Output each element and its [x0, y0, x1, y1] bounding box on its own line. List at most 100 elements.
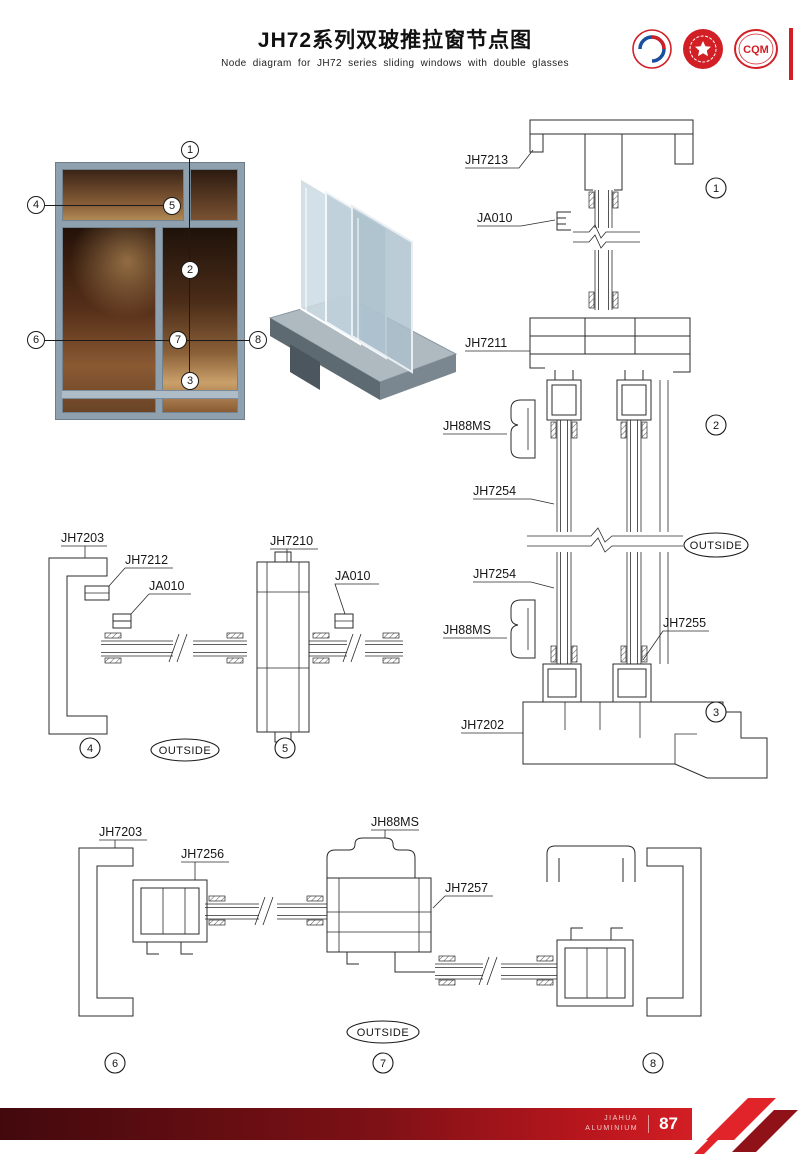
- label-jh7254-bottom: JH7254: [473, 567, 516, 581]
- cqm-logo-text: CQM: [743, 44, 769, 56]
- detail-circle-8: 8: [642, 1052, 664, 1074]
- label-ja010-mid-left: JA010: [149, 579, 184, 593]
- profile-jh7203-left: [78, 847, 134, 1017]
- detail-circle-7: 7: [372, 1052, 394, 1074]
- section-right-vertical: JH7213 JA010 JH7211 JH88MS JH7254 JH7254…: [443, 119, 768, 779]
- svg-text:OUTSIDE: OUTSIDE: [690, 540, 742, 552]
- middle-glass: [527, 380, 683, 664]
- glass-sheets: [299, 176, 413, 374]
- page-title: JH72系列双玻推拉窗节点图: [257, 29, 533, 52]
- label-jh7203-mid: JH7203: [61, 531, 104, 545]
- callout-7: 7: [169, 331, 187, 349]
- photo-pane-left-sash: [62, 227, 156, 413]
- part-jh88ms-bottom: [510, 599, 536, 659]
- callout-2: 2: [181, 261, 199, 279]
- profile-jh7256: [132, 879, 208, 955]
- footer-bar: JIAHUA ALUMINIUM 87: [0, 1108, 692, 1140]
- photo-pane-top-left: [62, 169, 184, 221]
- svg-text:1: 1: [713, 183, 719, 195]
- certification-logo-icon: [632, 29, 672, 69]
- profile-3d-render: [268, 176, 458, 400]
- upper-glass: [573, 190, 640, 310]
- header-red-accent: [789, 28, 793, 80]
- callout-line-top: [45, 205, 163, 206]
- svg-text:6: 6: [112, 1058, 118, 1070]
- page-number: 87: [659, 1114, 678, 1133]
- section-bottom-horizontal: JH7203 JH7256 JH88MS JH7257 OUTSIDE 6 7 …: [78, 815, 702, 1074]
- label-jh7213: JH7213: [465, 153, 508, 167]
- svg-text:5: 5: [282, 743, 288, 755]
- label-jh88ms-top: JH88MS: [443, 419, 491, 433]
- label-jh7202: JH7202: [461, 718, 504, 732]
- glass-run-5: [309, 632, 403, 664]
- profile-jh7202: [522, 701, 768, 779]
- footer-brand-bottom: ALUMINIUM: [585, 1125, 639, 1132]
- footer-brand-top: JIAHUA: [604, 1114, 639, 1122]
- callout-4: 4: [27, 196, 45, 214]
- photo-pane-top-right: [189, 169, 238, 221]
- svg-text:2: 2: [713, 420, 719, 432]
- svg-text:4: 4: [87, 743, 93, 755]
- label-jh7257: JH7257: [445, 881, 488, 895]
- detail-circle-5: 5: [274, 737, 296, 759]
- profile-jh7213: [529, 119, 694, 191]
- profile-jh7203-jamb: [48, 557, 132, 735]
- label-jh88ms-bottom: JH88MS: [443, 623, 491, 637]
- callout-1: 1: [181, 141, 199, 159]
- profile-right-sash: [556, 927, 634, 1007]
- part-ja010: [556, 211, 571, 231]
- photo-sash-rail: [62, 390, 238, 399]
- glass-run-7: [435, 955, 557, 986]
- label-jh88ms-cap: JH88MS: [371, 815, 419, 829]
- callout-5: 5: [163, 197, 181, 215]
- section-mid-horizontal: JH7203 JH7212 JA010 JH7210 JA010 4 OUTSI…: [48, 531, 403, 762]
- label-jh7255: JH7255: [663, 616, 706, 630]
- header: JH72系列双玻推拉窗节点图 Node diagram for JH72 ser…: [150, 24, 640, 69]
- footer-divider: [648, 1115, 650, 1133]
- photo-main: [62, 227, 238, 413]
- label-jh7210: JH7210: [270, 534, 313, 548]
- sash-bottom-rails: [542, 663, 652, 703]
- svg-text:3: 3: [713, 707, 719, 719]
- detail-circle-3: 3: [705, 701, 727, 723]
- svg-text:8: 8: [650, 1058, 656, 1070]
- photo-pane-right-sash: [161, 227, 238, 413]
- profile-jh7210-stile: [256, 551, 354, 743]
- footer-brand: JIAHUA ALUMINIUM: [585, 1114, 638, 1135]
- profile-right-jamb: [646, 847, 702, 1017]
- callout-6: 6: [27, 331, 45, 349]
- label-ja010-right-col: JA010: [477, 211, 512, 225]
- footer-logo-art: [694, 1098, 798, 1154]
- callout-3: 3: [181, 372, 199, 390]
- label-ja010-mid-right: JA010: [335, 569, 370, 583]
- outside-tag-right: OUTSIDE: [683, 532, 749, 558]
- detail-circle-4: 4: [79, 737, 101, 759]
- profile-jh7211: [529, 317, 691, 373]
- svg-text:7: 7: [380, 1058, 386, 1070]
- detail-circle-6: 6: [104, 1052, 126, 1074]
- outside-tag-bottom: OUTSIDE: [346, 1020, 420, 1044]
- red-seal-logo-icon: [683, 29, 723, 69]
- logo-row: CQM: [630, 28, 780, 74]
- label-jh7254-top: JH7254: [473, 484, 516, 498]
- callout-line-bottom: [45, 340, 249, 341]
- detail-circle-1: 1: [705, 177, 727, 199]
- window-photo: [55, 162, 245, 420]
- label-jh7211: JH7211: [465, 336, 507, 350]
- label-jh7212: JH7212: [125, 553, 168, 567]
- glass-run-6: [205, 895, 327, 926]
- profile-top-right-track: [546, 845, 636, 882]
- profile-jh7257: [326, 877, 435, 973]
- callout-8: 8: [249, 331, 267, 349]
- cqm-logo-icon: CQM: [734, 29, 778, 69]
- detail-circle-2: 2: [705, 414, 727, 436]
- page-subtitle: Node diagram for JH72 series sliding win…: [221, 58, 569, 69]
- part-jh88ms-cap: [326, 837, 416, 878]
- part-jh88ms-top: [510, 399, 536, 459]
- sash-top-rails: [546, 370, 652, 421]
- svg-text:OUTSIDE: OUTSIDE: [159, 745, 211, 757]
- label-jh7256: JH7256: [181, 847, 224, 861]
- glass-run-4: [101, 632, 247, 664]
- photo-transom: [62, 169, 238, 221]
